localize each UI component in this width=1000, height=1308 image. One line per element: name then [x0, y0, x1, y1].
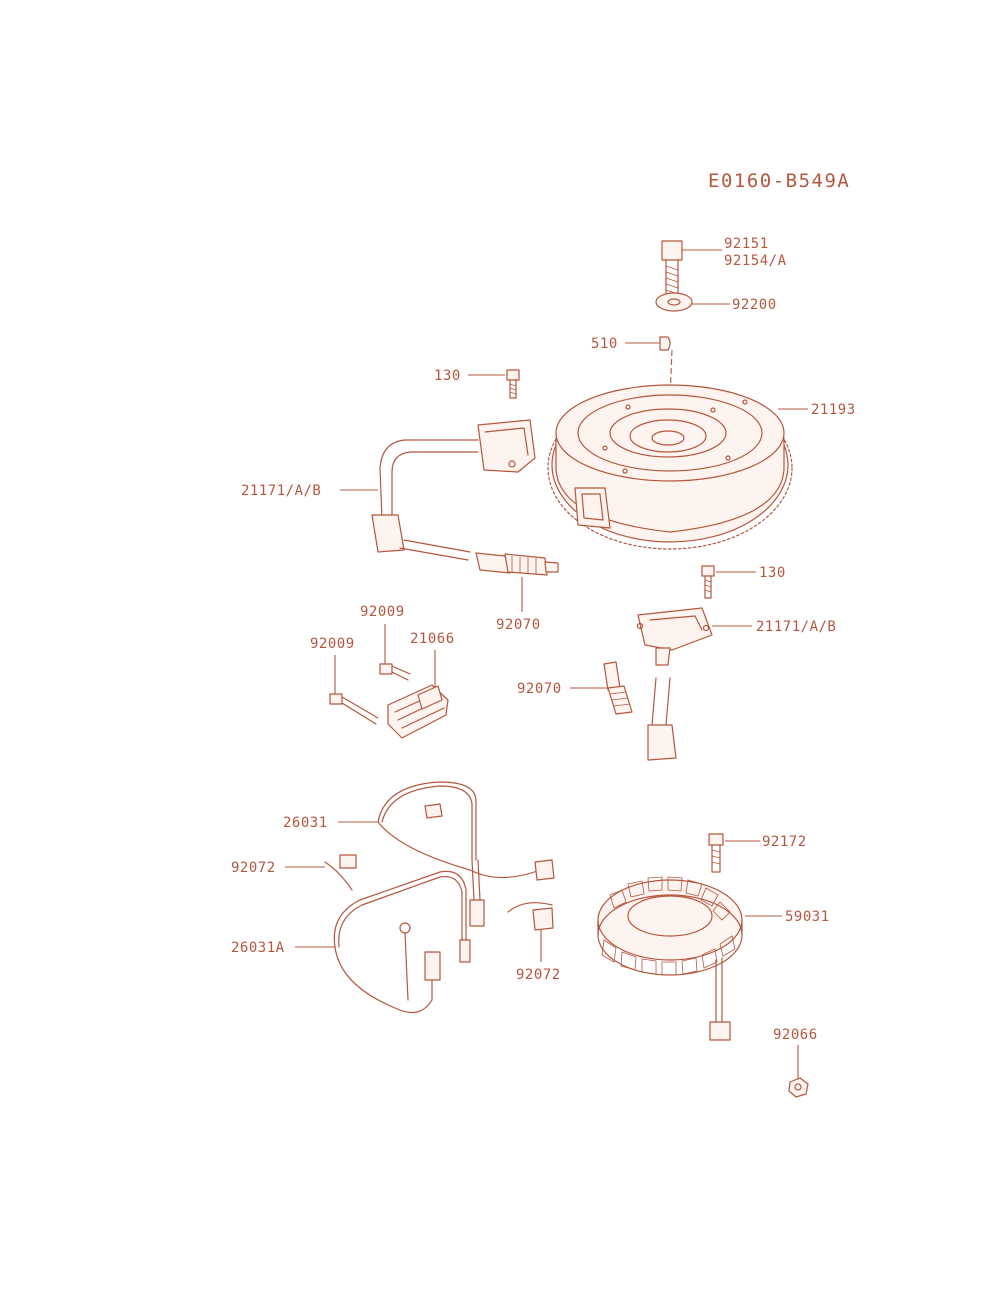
- flywheel-washer: [655, 292, 693, 312]
- wire-clip-right: [507, 902, 554, 931]
- callout-59031: 59031: [785, 909, 830, 925]
- callout-21193: 21193: [811, 402, 856, 418]
- callout-92151: 92151: [724, 236, 769, 252]
- callout-92154: 92154/A: [724, 253, 787, 269]
- flywheel-bolt: [661, 240, 683, 300]
- module-screws: [329, 663, 411, 725]
- callout-26031: 26031: [283, 815, 328, 831]
- callout-92070-upper: 92070: [496, 617, 541, 633]
- callout-92009-lower: 92009: [310, 636, 355, 652]
- diagram-id: E0160-B549A: [708, 170, 851, 192]
- spark-plug-lower: [603, 661, 633, 715]
- coil-screw-lower: [701, 565, 715, 599]
- flywheel-key: [659, 336, 671, 351]
- callout-510: 510: [591, 336, 618, 352]
- callout-21171-lower: 21171/A/B: [756, 619, 837, 635]
- callout-130-lower: 130: [759, 565, 786, 581]
- ignition-module: [387, 684, 449, 739]
- callout-92072-right: 92072: [516, 967, 561, 983]
- wire-clip-left: [324, 854, 357, 891]
- callout-92066: 92066: [773, 1027, 818, 1043]
- callout-130-upper: 130: [434, 368, 461, 384]
- callout-92070-lower: 92070: [517, 681, 562, 697]
- callout-21171-upper: 21171/A/B: [241, 483, 322, 499]
- callout-26031A: 26031A: [231, 940, 285, 956]
- stator: [597, 876, 743, 1041]
- stator-screw: [708, 833, 724, 873]
- callout-92200: 92200: [732, 297, 777, 313]
- leader-lines: [285, 249, 808, 1080]
- ignition-coil-upper: [371, 419, 536, 561]
- callout-92072-left: 92072: [231, 860, 276, 876]
- spark-plug-upper: [475, 552, 559, 576]
- coil-screw-upper: [506, 369, 520, 399]
- wiring-harness-26031A: [333, 870, 471, 1014]
- flywheel: [547, 384, 793, 550]
- ignition-coil-lower: [636, 607, 713, 761]
- wiring-harness-26031: [377, 781, 555, 927]
- callout-92172: 92172: [762, 834, 807, 850]
- callout-21066: 21066: [410, 631, 455, 647]
- callout-92009-upper: 92009: [360, 604, 405, 620]
- nut: [788, 1077, 809, 1098]
